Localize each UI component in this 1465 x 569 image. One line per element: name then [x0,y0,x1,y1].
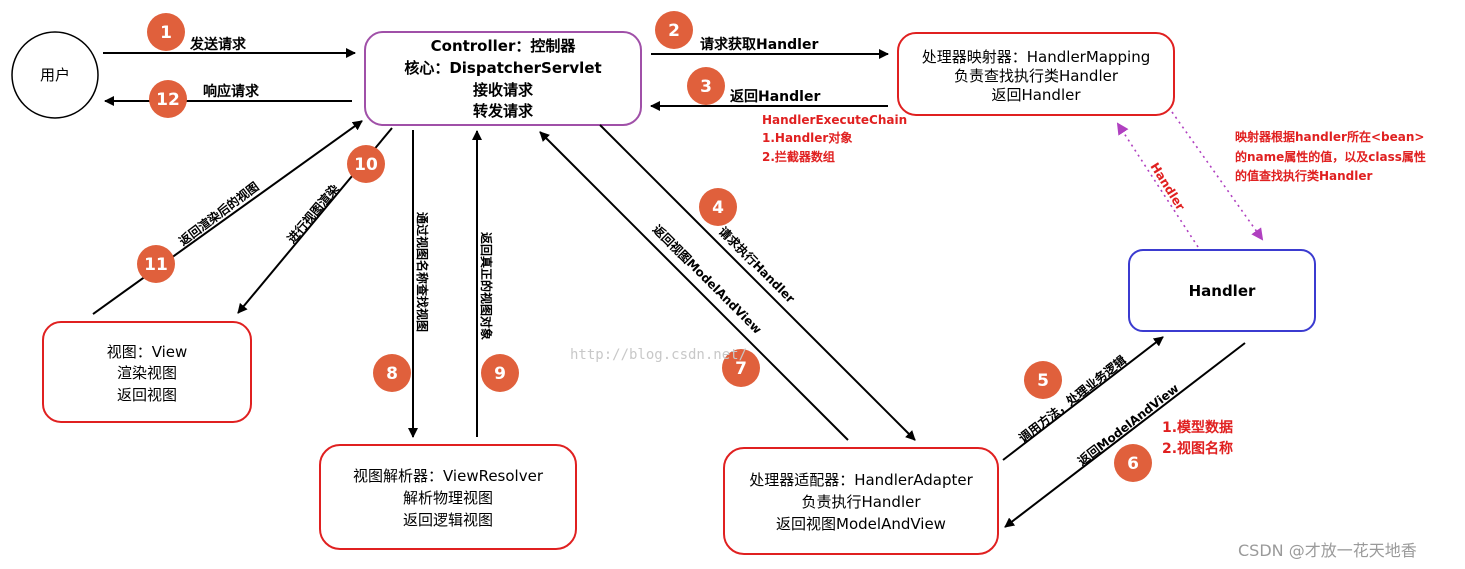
credit: CSDN @才放一花天地香 [1238,541,1417,560]
step-marker-12: 12 [149,80,187,118]
chain-item1: 1.Handler对象 [762,130,852,145]
step-circle [147,13,185,51]
label-return-real-view: 返回真正的视图对象 [479,232,494,340]
step-circle [481,354,519,392]
mapping-note2: 的name属性的值，以及class属性 [1235,149,1426,164]
step-marker-2: 2 [655,11,693,49]
user-node: 用户 [11,31,99,119]
step-circle [1114,444,1152,482]
mapping-line3: 返回Handler [991,86,1081,104]
step-marker-10: 10 [347,145,385,183]
step-marker-4: 4 [699,188,737,226]
step-number: 11 [144,255,168,275]
step-circle [699,188,737,226]
adapter-line2: 负责执行Handler [801,493,921,511]
step-marker-1: 1 [147,13,185,51]
label-return-view-mav: 返回视图ModelAndView [650,222,765,337]
step-circle [149,80,187,118]
step-circle [373,354,411,392]
step-circle [722,349,760,387]
view-line2: 渲染视图 [117,364,177,382]
label-handler-dotted: Handler [1147,160,1187,213]
label-return-handler: 返回Handler [730,88,820,105]
arrow-handler-dotted-up [1116,122,1199,248]
mav-item1: 1.模型数据 [1162,419,1233,436]
view-line3: 返回视图 [117,386,177,404]
label-return-rendered: 返回渲染后的视图 [176,179,262,249]
chain-title: HandlerExecuteChain [762,113,907,127]
mapping-node: 处理器映射器：HandlerMapping 负责查找执行类Handler 返回H… [897,32,1175,116]
step-circle [1024,361,1062,399]
arrow-mapping-dotted-down [1171,111,1264,241]
handler-label: Handler [1189,282,1256,300]
step-marker-3: 3 [687,67,725,105]
handler-node: Handler [1128,249,1316,332]
view-line1: 视图：View [107,343,188,361]
step-number: 6 [1127,454,1139,474]
mapping-note1: 映射器根据handler所在<bean> [1235,129,1424,144]
mapping-line1: 处理器映射器：HandlerMapping [922,48,1150,66]
adapter-line3: 返回视图ModelAndView [776,515,946,533]
mapping-line2: 负责查找执行类Handler [954,67,1119,85]
step-number: 3 [700,77,712,97]
label-render-view: 进行视图渲染 [284,180,342,246]
step-number: 10 [354,155,378,175]
mav-item2: 2.视图名称 [1162,440,1233,457]
resolver-node: 视图解析器：ViewResolver 解析物理视图 返回逻辑视图 [319,444,577,550]
step-marker-9: 9 [481,354,519,392]
controller-line4: 转发请求 [473,102,534,120]
chain-item2: 2.拦截器数组 [762,149,835,164]
step-number: 1 [160,23,172,43]
label-send-request: 发送请求 [189,36,247,53]
resolver-line1: 视图解析器：ViewResolver [353,467,544,485]
arrow-return-view-mav [539,131,849,441]
step-number: 12 [156,90,180,110]
step-circle [687,67,725,105]
step-number: 7 [735,359,747,379]
label-request-handler: 请求获取Handler [700,36,818,53]
label-find-view: 通过视图名称查找视图 [415,212,430,332]
adapter-line1: 处理器适配器：HandlerAdapter [749,471,973,489]
arrow-return-rendered [92,120,363,315]
step-number: 5 [1037,371,1049,391]
resolver-line2: 解析物理视图 [403,489,493,507]
controller-line3: 接收请求 [473,81,534,99]
step-circle [347,145,385,183]
mapping-note3: 的值查找执行类Handler [1235,168,1373,183]
resolver-line3: 返回逻辑视图 [403,511,493,529]
user-label: 用户 [40,66,70,84]
view-node: 视图：View 渲染视图 返回视图 [42,321,252,423]
watermark: http://blog.csdn.net/ [570,347,747,363]
step-marker-7: 7 [722,349,760,387]
step-marker-11: 11 [137,245,175,283]
step-number: 4 [712,198,724,218]
step-circle [655,11,693,49]
step-circle [137,245,175,283]
controller-line2: 核心：DispatcherServlet [404,59,601,77]
arrow-call-method [1002,336,1164,461]
controller-node: Controller：控制器 核心：DispatcherServlet 接收请求… [364,31,642,126]
step-marker-6: 6 [1114,444,1152,482]
arrow-request-execute [599,124,916,441]
adapter-node: 处理器适配器：HandlerAdapter 负责执行Handler 返回视图Mo… [723,447,999,555]
step-number: 8 [386,364,398,384]
arrow-return-mav [1004,342,1246,528]
step-marker-5: 5 [1024,361,1062,399]
step-number: 9 [494,364,506,384]
step-number: 2 [668,21,680,41]
controller-line1: Controller：控制器 [431,37,577,55]
step-marker-8: 8 [373,354,411,392]
label-respond-request: 响应请求 [203,83,260,100]
